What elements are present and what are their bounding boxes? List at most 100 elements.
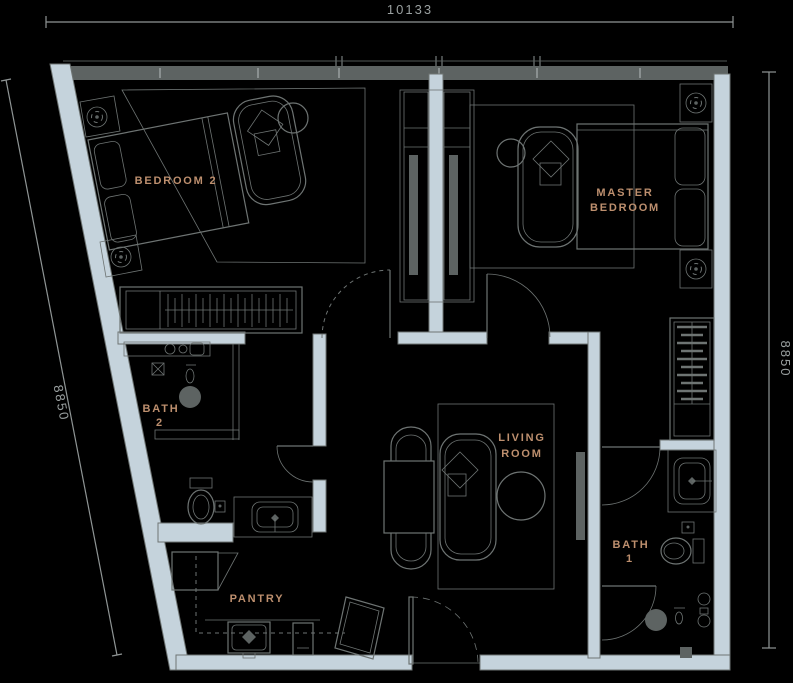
master-rug: [469, 104, 635, 269]
master-chair: [517, 126, 579, 248]
wc-pantry-stub: [157, 522, 234, 543]
dimension-top: 10133: [45, 2, 734, 28]
bath2-label-2: 2: [156, 417, 164, 429]
top-window-wall: [60, 66, 728, 80]
nightstand: [679, 249, 713, 289]
cabinet-flap: [217, 552, 239, 591]
hall-bath2-wall-upper: [312, 333, 327, 447]
bedroom2-label: BEDROOM 2: [135, 175, 218, 187]
corner-cabinet: [171, 551, 219, 591]
living-label-2: ROOM: [501, 448, 542, 460]
bottom-wall-left: [175, 654, 413, 671]
master-wardrobe: [669, 317, 715, 441]
entrance-door-swing: [410, 596, 479, 665]
central-wall: [428, 73, 444, 335]
left-slanted-wall: [49, 63, 191, 671]
bath1-vanity: [667, 449, 717, 513]
faucet-icon: [185, 368, 195, 384]
side-table: [277, 102, 309, 134]
shower-curb: [154, 429, 240, 440]
bath2-label-1: BATH: [143, 403, 180, 415]
cushion: [441, 451, 479, 489]
dimension-right-label: 8850: [778, 341, 793, 378]
shower-drain: [179, 386, 201, 408]
bath2-vanity: [123, 341, 211, 357]
toilet-tank: [189, 477, 213, 489]
pillow: [674, 188, 706, 247]
dimension-left-label: 8850: [51, 384, 73, 423]
wardrobe-bath1-stub: [659, 439, 715, 451]
toilet: [187, 489, 215, 525]
toilet: [660, 537, 692, 565]
lamp-icon: [110, 246, 132, 268]
closet-bedroom2: [403, 91, 429, 301]
living-label-1: LIVING: [498, 432, 545, 444]
sliding-door-panel: [576, 452, 585, 540]
flush-plate: [214, 500, 226, 513]
nightstand: [99, 234, 143, 278]
soap-niche: [151, 362, 165, 376]
living-bath1-wall: [587, 331, 601, 659]
window-mullions: [335, 56, 541, 66]
bedroom2: BEDROOM 2: [79, 87, 366, 278]
shower-drain: [645, 609, 667, 631]
cushion: [246, 109, 284, 146]
dimension-right: 8850: [762, 71, 793, 649]
pantry-label: PANTRY: [230, 593, 285, 605]
bath2: BATH 2: [123, 341, 313, 538]
toilet-tank: [692, 538, 705, 564]
floor-drain: [680, 647, 692, 658]
lamp-icon: [685, 92, 707, 114]
bedroom2-rug: [121, 87, 366, 264]
master-bedroom: MASTER BEDROOM: [469, 83, 713, 289]
bedroom2-wardrobe: [119, 286, 303, 334]
master-bed: [576, 123, 709, 250]
cushion: [532, 140, 570, 178]
nightstand: [679, 83, 713, 123]
doors: [276, 269, 661, 665]
pillow: [674, 127, 706, 186]
right-wall: [713, 73, 731, 671]
dining-set: [383, 426, 435, 570]
dining-chair: [390, 426, 432, 461]
bedroom2-door-swing: [321, 269, 391, 339]
shower-control: [697, 592, 711, 606]
living-rug: [437, 403, 555, 590]
bath1-door-swing: [601, 446, 661, 506]
pillow: [93, 140, 127, 190]
lamp-icon: [86, 106, 108, 128]
dimension-top-label: 10133: [387, 2, 433, 17]
central-closets: [399, 89, 475, 303]
bath1: BATH 1: [613, 449, 717, 658]
master-label-1: MASTER: [596, 187, 653, 199]
bath2-door-swing: [276, 445, 314, 483]
pantry: PANTRY: [171, 551, 385, 660]
coffee-table: [496, 471, 546, 521]
pillow: [104, 193, 137, 243]
nightstand: [79, 95, 121, 138]
lamp-icon: [685, 258, 707, 280]
dimension-left: 8850: [0, 78, 123, 657]
faucet-icon: [675, 611, 683, 625]
bedroom2-bed: [87, 112, 250, 251]
bath1-label-2: 1: [626, 553, 634, 565]
shower-control: [697, 614, 711, 628]
exterior-walls: [49, 56, 731, 671]
wc-vanity: [233, 496, 313, 538]
side-table: [496, 138, 526, 168]
bedroom2-bath2-wall: [117, 331, 246, 345]
dining-table: [383, 460, 435, 534]
bath1-shower-door-swing: [601, 585, 657, 641]
living-room: LIVING ROOM: [383, 403, 555, 590]
sofa: [439, 433, 497, 561]
dining-chair: [390, 533, 432, 570]
bedroom2-chair: [232, 95, 307, 206]
fridge: [334, 596, 385, 660]
flush-plate: [681, 521, 695, 534]
bath1-label-1: BATH: [613, 539, 650, 551]
master-label-2: BEDROOM: [590, 202, 660, 214]
entrance-door-leaf: [408, 596, 414, 665]
bottom-wall-right: [479, 654, 731, 671]
